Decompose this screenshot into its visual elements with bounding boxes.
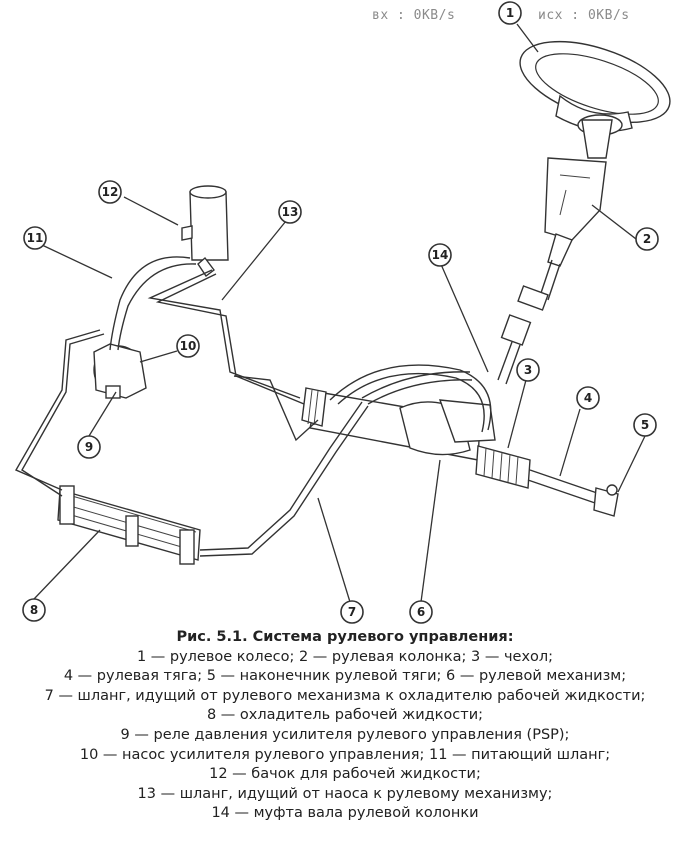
callout-4: 4 bbox=[576, 386, 600, 410]
caption-line: 12 — бачок для рабочей жидкости; bbox=[209, 766, 481, 783]
steering-column bbox=[539, 119, 613, 301]
caption-line: 7 — шланг, идущий от рулевого механизма … bbox=[44, 687, 646, 704]
callout-11: 11 bbox=[23, 226, 47, 250]
steering-rack bbox=[301, 387, 531, 489]
svg-text:4: 4 bbox=[584, 391, 592, 405]
leader-lines bbox=[33, 23, 646, 603]
outgoing-speed-indicator: исх : 0KB/s bbox=[538, 8, 630, 23]
caption-line: 4 — рулевая тяга; 5 — наконечник рулевой… bbox=[63, 668, 627, 685]
svg-text:6: 6 bbox=[417, 605, 425, 619]
column-shaft-coupling bbox=[497, 285, 549, 385]
figure-caption: Рис. 5.1. Система рулевого управления: 1… bbox=[0, 628, 690, 824]
svg-text:11: 11 bbox=[27, 231, 44, 245]
svg-text:13: 13 bbox=[282, 205, 299, 219]
svg-text:14: 14 bbox=[432, 248, 449, 262]
caption-title: Рис. 5.1. Система рулевого управления: bbox=[176, 629, 514, 645]
svg-text:5: 5 bbox=[641, 418, 649, 432]
callout-5: 5 bbox=[633, 413, 657, 437]
svg-text:2: 2 bbox=[643, 232, 651, 246]
tie-rod bbox=[527, 469, 619, 517]
callout-9: 9 bbox=[77, 435, 101, 459]
callout-1: 1 bbox=[498, 1, 522, 25]
caption-line: 14 — муфта вала рулевой колонки bbox=[211, 805, 479, 822]
power-steering-pump bbox=[93, 343, 147, 399]
svg-text:8: 8 bbox=[30, 603, 38, 617]
svg-text:7: 7 bbox=[348, 605, 356, 619]
callout-12: 12 bbox=[98, 180, 122, 204]
callout-14: 14 bbox=[428, 243, 452, 267]
svg-text:10: 10 bbox=[180, 339, 197, 353]
steering-system-diagram: 1 2 3 4 5 6 7 8 9 10 11 12 13 14 bbox=[15, 1, 671, 624]
hoses bbox=[15, 256, 492, 557]
caption-line: 9 — реле давления усилителя рулевого упр… bbox=[120, 726, 570, 743]
caption-line: 8 — охладитель рабочей жидкости; bbox=[206, 707, 484, 724]
callout-10: 10 bbox=[176, 334, 200, 358]
caption-line: 10 — насос усилителя рулевого управления… bbox=[79, 746, 611, 763]
callout-8: 8 bbox=[22, 598, 46, 622]
caption-line: 1 — рулевое колесо; 2 — рулевая колонка;… bbox=[136, 648, 554, 665]
svg-text:12: 12 bbox=[102, 185, 119, 199]
svg-text:9: 9 bbox=[85, 440, 93, 454]
caption-line: 13 — шланг, идущий от наоса к рулевому м… bbox=[137, 785, 553, 802]
svg-text:1: 1 bbox=[506, 6, 514, 20]
callout-3: 3 bbox=[516, 358, 540, 382]
fluid-reservoir bbox=[181, 185, 229, 278]
callout-13: 13 bbox=[278, 200, 302, 224]
fluid-cooler bbox=[57, 485, 201, 565]
callout-2: 2 bbox=[635, 227, 659, 251]
callout-7: 7 bbox=[340, 600, 364, 624]
incoming-speed-indicator: вх : 0KB/s bbox=[372, 8, 456, 23]
callout-6: 6 bbox=[409, 600, 433, 624]
svg-text:3: 3 bbox=[524, 363, 532, 377]
